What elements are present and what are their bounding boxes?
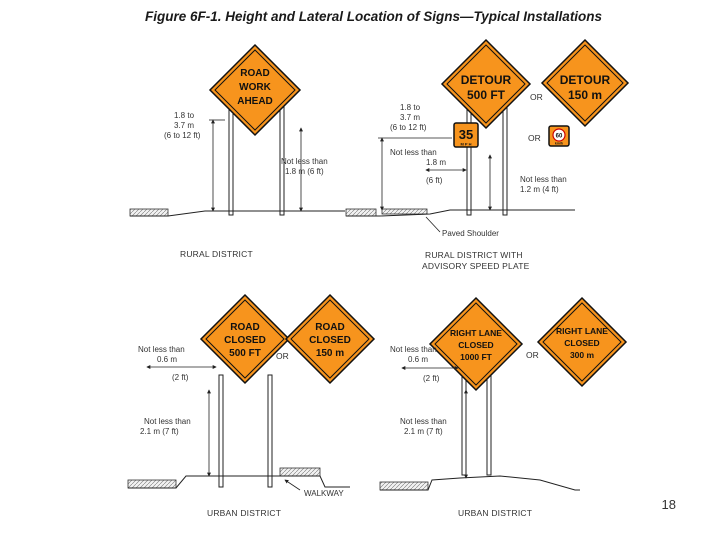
walkway-label: WALKWAY <box>304 489 344 498</box>
lateral-note: 0.6 m <box>408 355 428 364</box>
panel-urban-right-lane: RIGHT LANE CLOSED 1000 FT OR RIGHT LANE … <box>379 296 628 518</box>
sign-line: 150 m <box>316 348 344 359</box>
ground-line <box>130 210 345 217</box>
sign-line: CLOSED <box>309 335 351 346</box>
panel-rural-advisory: DETOUR 500 FT 35 M P H OR DETOUR 150 m O… <box>345 38 630 271</box>
or-label: OR <box>530 92 543 102</box>
plate-unit: M P H <box>460 142 471 147</box>
sign-line: 500 FT <box>467 88 506 102</box>
road-work-ahead-sign: ROAD WORK AHEAD <box>208 43 302 137</box>
ground-hatch <box>127 479 177 489</box>
height-note: 1.8 to <box>400 103 421 112</box>
sign-line: CLOSED <box>564 338 599 348</box>
sign-line: 1000 FT <box>460 352 492 362</box>
speed-plate-kmh: 60 km/h <box>548 125 570 147</box>
shoulder-leader <box>425 216 441 233</box>
ground-line <box>346 209 575 217</box>
lateral-note: (6 ft) <box>426 176 443 185</box>
panel-caption: RURAL DISTRICT <box>180 249 253 259</box>
plate-value: 60 <box>556 134 563 140</box>
lateral-note: 1.8 m (6 ft) <box>285 167 324 176</box>
right-lane-closed-1000ft-sign: RIGHT LANE CLOSED 1000 FT <box>428 296 524 392</box>
sign-line: 500 FT <box>229 348 261 359</box>
height-note: 1.8 to <box>174 111 195 120</box>
lateral-note: Not less than <box>390 148 437 157</box>
sign-post <box>267 374 273 488</box>
panel-caption: URBAN DISTRICT <box>458 508 532 518</box>
walkway-hatch <box>279 467 321 477</box>
panel-caption: ADVISORY SPEED PLATE <box>422 261 530 271</box>
height-note: 2.1 m (7 ft) <box>404 427 443 436</box>
sign-post <box>218 374 224 488</box>
lateral-note: 0.6 m <box>157 355 177 364</box>
sign-line: CLOSED <box>458 340 493 350</box>
height-note: Not less than <box>144 417 191 426</box>
plate-value: 35 <box>459 127 473 142</box>
right-note: Not less than <box>520 175 567 184</box>
sign-post <box>486 374 492 476</box>
sign-line: AHEAD <box>237 96 273 107</box>
lateral-note: (2 ft) <box>423 374 440 383</box>
lateral-note: Not less than <box>138 345 185 354</box>
sign-line: ROAD <box>315 322 344 333</box>
sign-post <box>502 104 508 216</box>
road-closed-150m-sign: ROAD CLOSED 150 m <box>284 293 376 385</box>
right-lane-closed-300m-sign: RIGHT LANE CLOSED 300 m <box>536 296 628 388</box>
height-note: 3.7 m <box>400 113 420 122</box>
ground-line <box>128 475 350 489</box>
or-label: OR <box>526 350 539 360</box>
panel-rural: ROAD WORK AHEAD 1.8 to 3.7 m (6 to 12 ft… <box>129 43 345 259</box>
lateral-note: 1.8 m <box>426 158 446 167</box>
sign-line: ROAD <box>230 322 259 333</box>
height-note: Not less than <box>400 417 447 426</box>
paved-shoulder-hatch <box>381 208 428 215</box>
detour-150m-sign: DETOUR 150 m <box>540 38 630 128</box>
sign-line: ROAD <box>240 68 269 79</box>
walkway-leader <box>284 479 301 491</box>
sign-line: DETOUR <box>461 73 512 87</box>
sign-line: RIGHT LANE <box>450 328 502 338</box>
detour-500ft-sign: DETOUR 500 FT <box>440 38 532 130</box>
sign-line: WORK <box>239 82 271 93</box>
panel-urban-road-closed: ROAD CLOSED 500 FT OR ROAD CLOSED 150 m … <box>127 293 376 518</box>
sign-line: DETOUR <box>560 73 611 87</box>
ground-hatch <box>379 481 429 491</box>
shoulder-label: Paved Shoulder <box>442 229 499 238</box>
ground-hatch <box>129 208 169 217</box>
height-note: 3.7 m <box>174 121 194 130</box>
height-note: (6 to 12 ft) <box>164 131 201 140</box>
sign-post <box>279 94 285 216</box>
figure-title: Figure 6F-1. Height and Lateral Location… <box>145 9 603 24</box>
road-closed-500ft-sign: ROAD CLOSED 500 FT <box>199 293 291 385</box>
plate-unit: km/h <box>555 142 563 146</box>
lateral-note: (2 ft) <box>172 373 189 382</box>
speed-plate-mph: 35 M P H <box>453 122 479 148</box>
panel-caption: RURAL DISTRICT WITH <box>425 250 523 260</box>
sign-line: 300 m <box>570 350 595 360</box>
sign-line: 150 m <box>568 88 602 102</box>
sign-post <box>466 104 472 216</box>
sign-post <box>461 374 467 476</box>
or-label: OR <box>528 133 541 143</box>
height-note: 2.1 m (7 ft) <box>140 427 179 436</box>
right-note: 1.2 m (4 ft) <box>520 185 559 194</box>
or-label: OR <box>276 351 289 361</box>
panel-caption: URBAN DISTRICT <box>207 508 281 518</box>
lateral-note: Not less than <box>390 345 437 354</box>
lateral-note: Not less than <box>281 157 328 166</box>
sign-line: CLOSED <box>224 335 266 346</box>
sign-line: RIGHT LANE <box>556 326 608 336</box>
page-number: 18 <box>661 497 676 512</box>
ground-line <box>380 475 580 491</box>
height-note: (6 to 12 ft) <box>390 123 427 132</box>
ground-hatch <box>345 208 377 217</box>
